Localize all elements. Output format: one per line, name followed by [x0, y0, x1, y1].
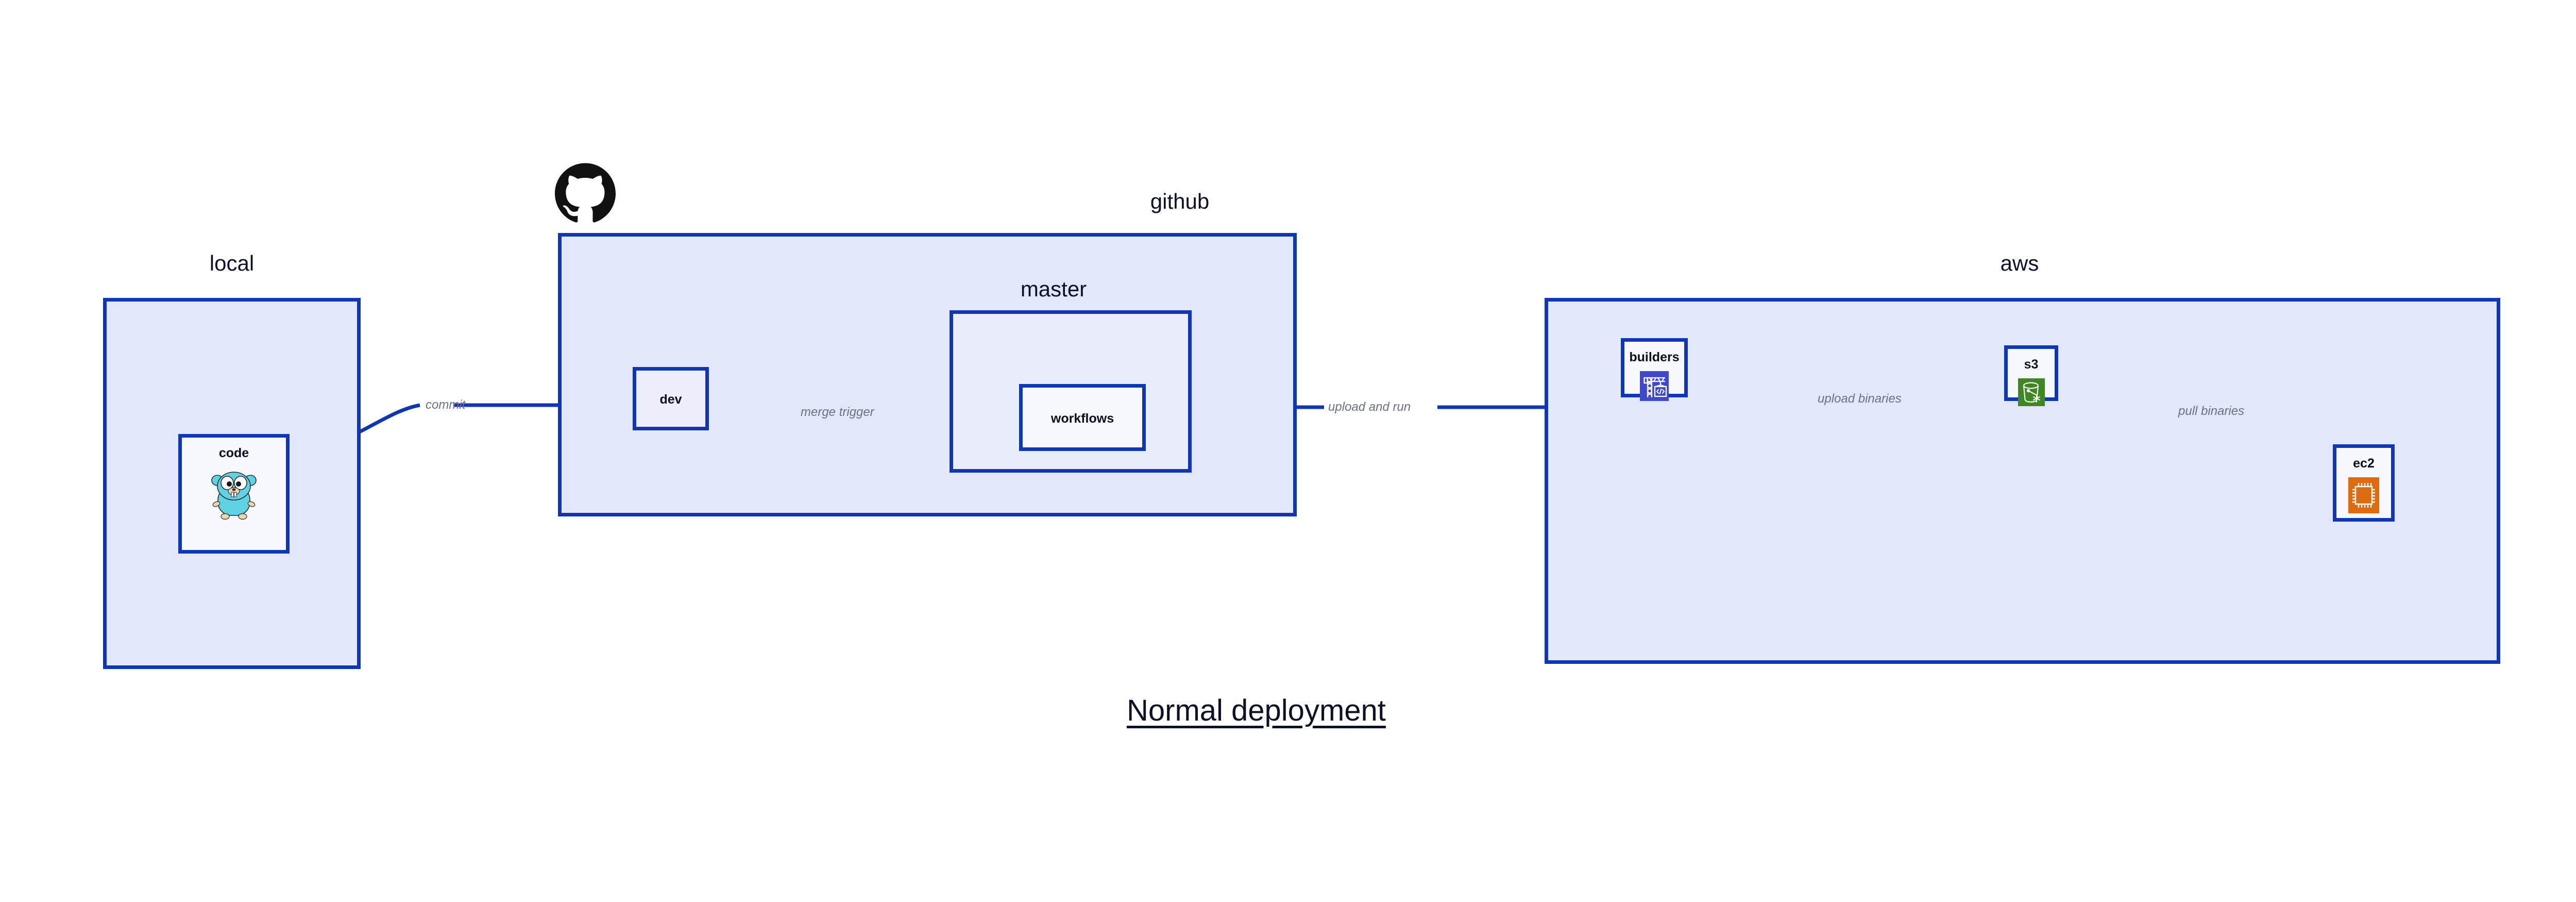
- node-label-code: code: [218, 446, 249, 460]
- edge-label-upload-binaries: upload binaries: [1818, 392, 1902, 406]
- node-label-ec2: ec2: [2353, 456, 2375, 471]
- node-workflows[interactable]: workflows: [1019, 384, 1146, 451]
- go-gopher-icon: [209, 467, 259, 523]
- edge-label-upload-and-run: upload and run: [1328, 400, 1411, 414]
- aws-s3-icon: [2018, 378, 2045, 409]
- aws-codebuild-icon: [1640, 371, 1669, 404]
- node-ec2[interactable]: ec2: [2333, 444, 2395, 522]
- aws-ec2-icon: [2348, 477, 2379, 516]
- node-code[interactable]: code: [178, 434, 290, 554]
- group-label-master: master: [1020, 277, 1087, 301]
- node-label-s3: s3: [2024, 357, 2039, 372]
- node-builders[interactable]: builders: [1621, 338, 1688, 401]
- diagram-title: Normal deployment: [1127, 694, 1386, 727]
- edge-label-commit: commit: [426, 398, 466, 412]
- github-octocat-logo: [555, 162, 616, 223]
- group-label-local: local: [209, 251, 255, 275]
- edge-label-pull-binaries: pull binaries: [2178, 404, 2245, 418]
- group-label-aws: aws: [2000, 251, 2039, 275]
- node-label-builders: builders: [1629, 350, 1680, 364]
- node-label-workflows: workflows: [1050, 411, 1114, 426]
- node-label-dev: dev: [659, 392, 682, 407]
- node-s3[interactable]: s3: [2004, 345, 2058, 406]
- node-dev[interactable]: dev: [633, 367, 709, 430]
- edge-label-merge-trigger: merge trigger: [801, 405, 874, 419]
- group-label-github: github: [1150, 189, 1210, 213]
